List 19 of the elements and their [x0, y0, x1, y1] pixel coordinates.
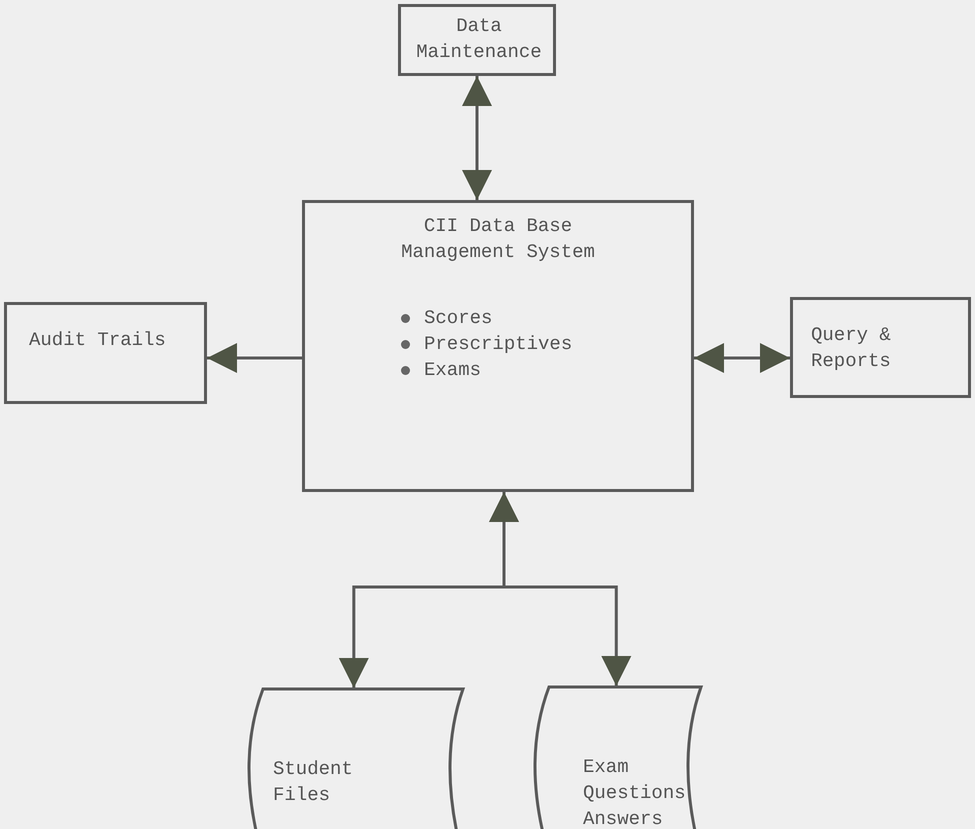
node-label: Student Files	[273, 757, 354, 808]
process-box	[790, 297, 971, 398]
node-label: Query & Reports	[811, 323, 892, 374]
arrow	[489, 492, 632, 686]
storage-symbol	[247, 688, 465, 829]
node-label: CII Data Base Management System	[400, 214, 596, 265]
list-item: Scores	[424, 306, 492, 331]
arrow	[207, 343, 302, 373]
list-item: Exams	[424, 358, 482, 383]
process-box	[4, 302, 207, 404]
process-box	[398, 4, 556, 76]
arrow	[462, 76, 492, 200]
node-label: Audit Trails	[29, 328, 167, 353]
process-box	[302, 200, 694, 492]
arrow	[694, 343, 790, 373]
node-label: Exam Questions Answers	[583, 755, 687, 829]
storage-symbol	[533, 686, 703, 829]
node-label: Data Maintenance	[415, 14, 543, 65]
list-item: Prescriptives	[424, 332, 572, 357]
